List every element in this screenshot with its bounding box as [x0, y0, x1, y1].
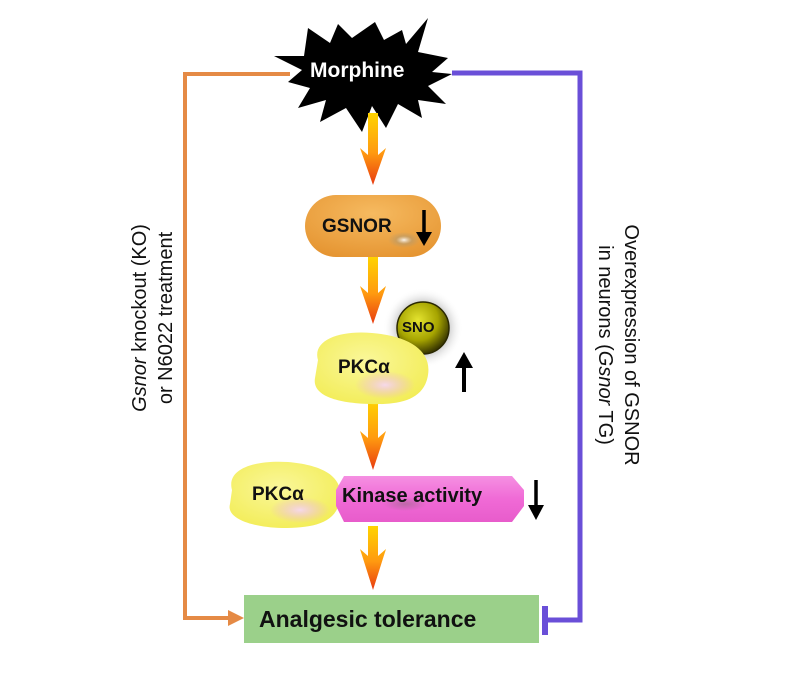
gsnor-down-arrow-icon: [416, 210, 432, 246]
pkc-bottom-node: [229, 461, 341, 528]
kinase-node: [336, 476, 524, 522]
tolerance-label: Analgesic tolerance: [259, 606, 477, 632]
right-label-line2: in neurons (Gsnor TG): [594, 245, 616, 445]
pkc-top-node: [314, 332, 429, 405]
kinase-label: Kinase activity: [342, 485, 483, 507]
right-path-connector: [452, 70, 583, 635]
arrowhead-icon: [228, 610, 244, 626]
morphine-label: Morphine: [310, 59, 405, 82]
pkc-top-label: PKCα: [338, 357, 390, 378]
flow-arrow-2: [360, 256, 386, 324]
sno-label: SNO: [402, 319, 435, 336]
pkc-bottom-label: PKCα: [252, 484, 304, 505]
flow-arrow-4: [360, 526, 386, 590]
left-path-connector: [183, 72, 290, 626]
left-label-line1: Gsnor knockout (KO): [129, 224, 151, 412]
sno-up-arrow-icon: [455, 352, 473, 392]
kinase-down-arrow-icon: [528, 480, 544, 520]
right-label-line1: Overexpression of GSNOR: [620, 224, 642, 466]
tolerance-node-box: [244, 595, 539, 643]
left-intervention-label: Gsnor knockout (KO) or N6022 treatment: [127, 224, 179, 412]
flow-arrow-1: [360, 113, 386, 185]
gsnor-label: GSNOR: [322, 216, 392, 237]
left-label-line2: or N6022 treatment: [155, 231, 177, 405]
gsnor-node: [305, 195, 441, 257]
morphine-starburst-shape: [274, 18, 452, 132]
flow-arrow-3: [360, 399, 386, 470]
right-intervention-label: Overexpression of GSNOR in neurons (Gsno…: [592, 224, 644, 465]
